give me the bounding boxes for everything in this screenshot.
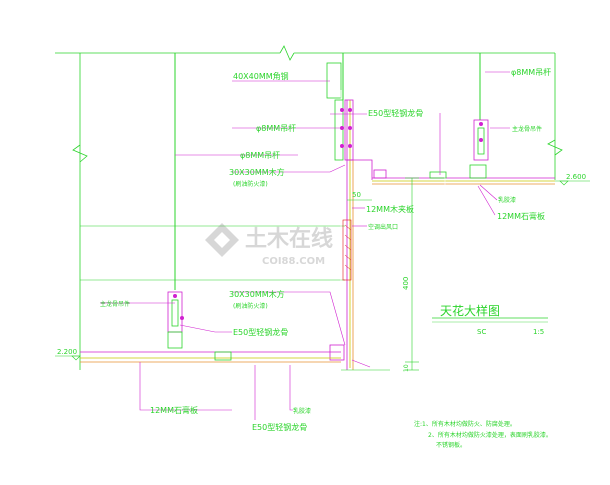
title-block [432, 317, 548, 323]
dimension-vertical [405, 177, 419, 371]
label-paint-right: 乳胶漆 [498, 196, 516, 204]
note-2: 2、所有木材均做防火漆处理，表面刷乳胶漆。 [428, 431, 552, 439]
elevation-left-label: 2.200 [57, 348, 77, 356]
elevation-right [555, 180, 590, 186]
dim-10-label: 10 [403, 364, 410, 372]
elevation-right-label: 2.600 [566, 173, 586, 181]
lower-ceiling-boards [80, 351, 341, 363]
label-wood-30-top-note: (刷油防火漆) [233, 180, 268, 188]
label-l50-left: E50型轻钢龙骨 [233, 327, 288, 337]
label-main-hanger-left: 主龙骨吊件 [100, 300, 130, 308]
leader-lines [100, 71, 510, 420]
note-1: 注:1、所有木材均做防火、防腐处理。 [414, 420, 516, 428]
label-rod-8-right: φ8MM吊杆 [511, 67, 551, 77]
label-rod-8-mid: φ8MM吊杆 [256, 123, 296, 133]
right-break-mark [547, 139, 563, 156]
label-main-hanger-right: 主龙骨吊件 [512, 125, 542, 133]
label-l50-top: E50型轻钢龙骨 [368, 108, 423, 118]
label-wood-30-bottom: 30X30MM木方 [229, 289, 285, 299]
left-break-mark [72, 144, 88, 163]
right-hanger-assembly [473, 119, 489, 161]
dim-50-label: 50 [352, 191, 361, 199]
top-break-line [55, 45, 555, 61]
upper-ceiling-step [347, 159, 555, 185]
left-hanger-assembly [167, 291, 184, 349]
label-board-12-right2: 12MM石膏板 [497, 211, 545, 221]
watermark [205, 223, 239, 257]
label-l50-bottom: E50型轻钢龙骨 [252, 422, 307, 432]
label-rod-8-long: φ8MM吊杆 [240, 150, 280, 160]
drawing-title: 天花大样图 [440, 303, 500, 318]
note-3: 不锈钢板。 [436, 441, 466, 449]
watermark-en: COI88.COM [262, 256, 325, 267]
watermark-cn: 土木在线 [245, 226, 333, 252]
elevation-left [55, 355, 81, 361]
label-wood-30-bottom-note: (刷油防火漆) [233, 302, 268, 310]
scale-left: SC [477, 328, 486, 336]
dim-400-label: 400 [402, 277, 410, 290]
angle-steel [326, 62, 342, 99]
label-wood-30-top: 30X30MM木方 [229, 167, 285, 177]
crosshair-cursor [420, 175, 470, 222]
scale-right: 1:5 [533, 328, 544, 336]
bulkhead [329, 90, 354, 370]
label-paint-bottom: 乳胶漆 [293, 407, 311, 415]
label-wall-corner: 空调出风口 [368, 223, 398, 231]
label-angle-40: 40X40MM角钢 [233, 71, 289, 81]
label-board-12-bottom: 12MM石膏板 [150, 405, 198, 415]
label-board-12-right: 12MM木夹板 [366, 204, 414, 214]
